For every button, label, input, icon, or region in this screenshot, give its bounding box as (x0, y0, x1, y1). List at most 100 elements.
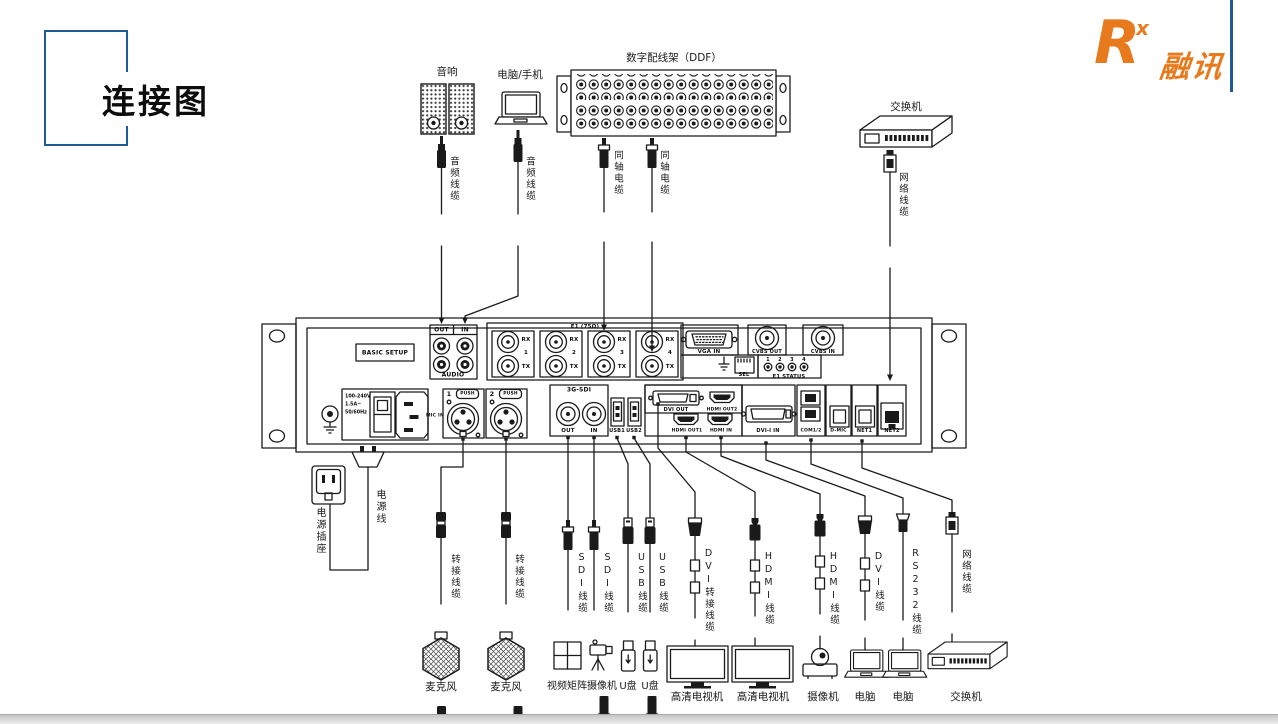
com-label: COM1/2 (800, 428, 822, 434)
switch-bottom-icon (927, 641, 1008, 670)
e1-tx-2: TX (569, 364, 579, 370)
xlr-num-1: 1 (446, 390, 452, 398)
net2-label: NET2 (884, 428, 900, 434)
camera-hdmi-icon (802, 647, 838, 680)
sdi-in-label: IN (590, 428, 598, 434)
cvbs-section (747, 324, 844, 356)
power-cable-label: 电源线 (374, 489, 385, 525)
pc-icon-1 (844, 649, 890, 678)
hdmi-out2-label: HDMI OUT2 (706, 407, 738, 412)
power-socket-icon (311, 465, 346, 505)
net1-section (851, 384, 878, 437)
mic-run-2 (487, 437, 525, 681)
video-matrix-icon (553, 641, 582, 670)
switch-top-icon (859, 115, 953, 148)
audio-cable-label-2: 音频线缆 (524, 156, 535, 202)
e1-status-led-3: 3 (790, 356, 794, 363)
usb2-label: USB2 (626, 428, 642, 434)
power-hz-label: 50/60Hz (345, 410, 367, 416)
dvi-adapter-run (657, 403, 729, 690)
dvi-adapter-cable-label: DVI转接线缆 (703, 548, 714, 633)
audio-section-label: AUDIO (441, 371, 465, 379)
matrix-label: 视频矩阵 (547, 681, 587, 692)
xlr-port-2 (489, 399, 524, 438)
tv-icon-1 (666, 645, 729, 690)
sdi-out-label: OUT (561, 428, 575, 434)
sdi-cable-label-2: SDI线缆 (602, 552, 613, 614)
sdi-header-label: 3G-SDI (566, 386, 592, 394)
cvbs-in-label: CVBS IN (810, 348, 836, 355)
e1-rx-1: RX (521, 337, 531, 343)
dvi-i-in-label: DVI-I IN (756, 428, 780, 434)
hdmi-out1-port (673, 413, 699, 426)
e1-header-label: E1 (75Ω) (570, 324, 600, 330)
speaker-icon (420, 83, 475, 135)
pc-phone-label: 电脑/手机 (497, 69, 543, 81)
switch-bottom-label: 交换机 (950, 691, 982, 703)
rs232-cable-label: RS232线缆 (910, 548, 921, 636)
sdi-section (549, 384, 609, 437)
logo-r-mark: R (1094, 8, 1141, 78)
basic-setup-box (355, 343, 415, 362)
logo-x-mark: x (1136, 16, 1149, 40)
e1-num-3: 3 (619, 350, 625, 356)
tv-label-2: 高清电视机 (736, 691, 790, 703)
coax-cable-2 (645, 137, 659, 724)
d-mic-label: D-MIC (830, 428, 847, 434)
com-section (796, 384, 826, 437)
hdmi-out1-label: HDMI OUT1 (671, 428, 703, 434)
pc-label-2: 电脑 (892, 691, 914, 703)
audio-cable-label-1: 音频线缆 (448, 156, 459, 202)
e1-rx-2: RX (569, 337, 579, 343)
network-cable-top-label: 网络线缆 (897, 172, 908, 218)
e1-status-led-1: 1 (766, 356, 770, 363)
power-cable-run (311, 446, 385, 571)
network-cable-bottom-label: 网络线缆 (960, 549, 971, 595)
audio-cable-speaker (437, 136, 446, 724)
dvi-cable-label: DVI线缆 (873, 551, 884, 613)
logo-text: 融讯 (1157, 50, 1226, 85)
power-volts-label: 100-240V (345, 394, 371, 400)
mic-label-2: 麦克风 (490, 681, 522, 693)
video-section (644, 384, 743, 437)
camera-sdi-label: 摄像机 (587, 681, 617, 692)
tv-icon-2 (731, 645, 794, 690)
udisk-label-2: U盘 (641, 681, 659, 692)
adapter-cable-label-2: 转接线缆 (513, 554, 524, 600)
brand-logo: R x 融讯 (1094, 8, 1234, 94)
footer-bar (0, 714, 1278, 724)
sdi-cable-label-1: SDI线缆 (576, 552, 587, 614)
e1-section (486, 322, 684, 381)
camera-sdi-icon (589, 639, 613, 671)
coax-cable-1 (597, 137, 611, 724)
pc-label-1: 电脑 (854, 691, 876, 703)
net1-label: NET1 (856, 428, 873, 434)
e1-rx-3: RX (617, 337, 627, 343)
hdmi-in-label: HDMI IN (709, 428, 733, 434)
mic-in-label: MIC IN (425, 413, 445, 419)
adapter-cable-label-1: 转接线缆 (449, 554, 460, 600)
udisk-icon-1 (620, 640, 636, 672)
sdi-run-1 (553, 437, 582, 670)
codec-chassis (261, 317, 967, 453)
hdmi-out2-port (709, 391, 735, 404)
xlr-port-1 (446, 399, 481, 438)
audio-out-label: OUT (434, 326, 449, 334)
hdmi-cam-run (720, 437, 838, 680)
page-title: 连接图 (100, 72, 222, 126)
hdmi-tv-run (685, 437, 794, 690)
dvi-pc-run (765, 442, 890, 678)
xlr-push-2: PUSH (503, 391, 518, 397)
network-cable-top (883, 149, 897, 381)
coax-cable-label-2: 同轴电缆 (658, 150, 669, 196)
udisk-label-1: U盘 (619, 681, 637, 692)
net2-section (877, 384, 907, 437)
xlr-push-1: PUSH (460, 391, 475, 397)
network-bottom-run (861, 440, 1008, 670)
vga-in-label: VGA IN (697, 348, 721, 355)
e1-num-2: 2 (571, 350, 577, 356)
tv-label-1: 高清电视机 (670, 691, 724, 703)
mic-run-1 (422, 437, 464, 681)
sel-label: SEL (738, 372, 750, 378)
